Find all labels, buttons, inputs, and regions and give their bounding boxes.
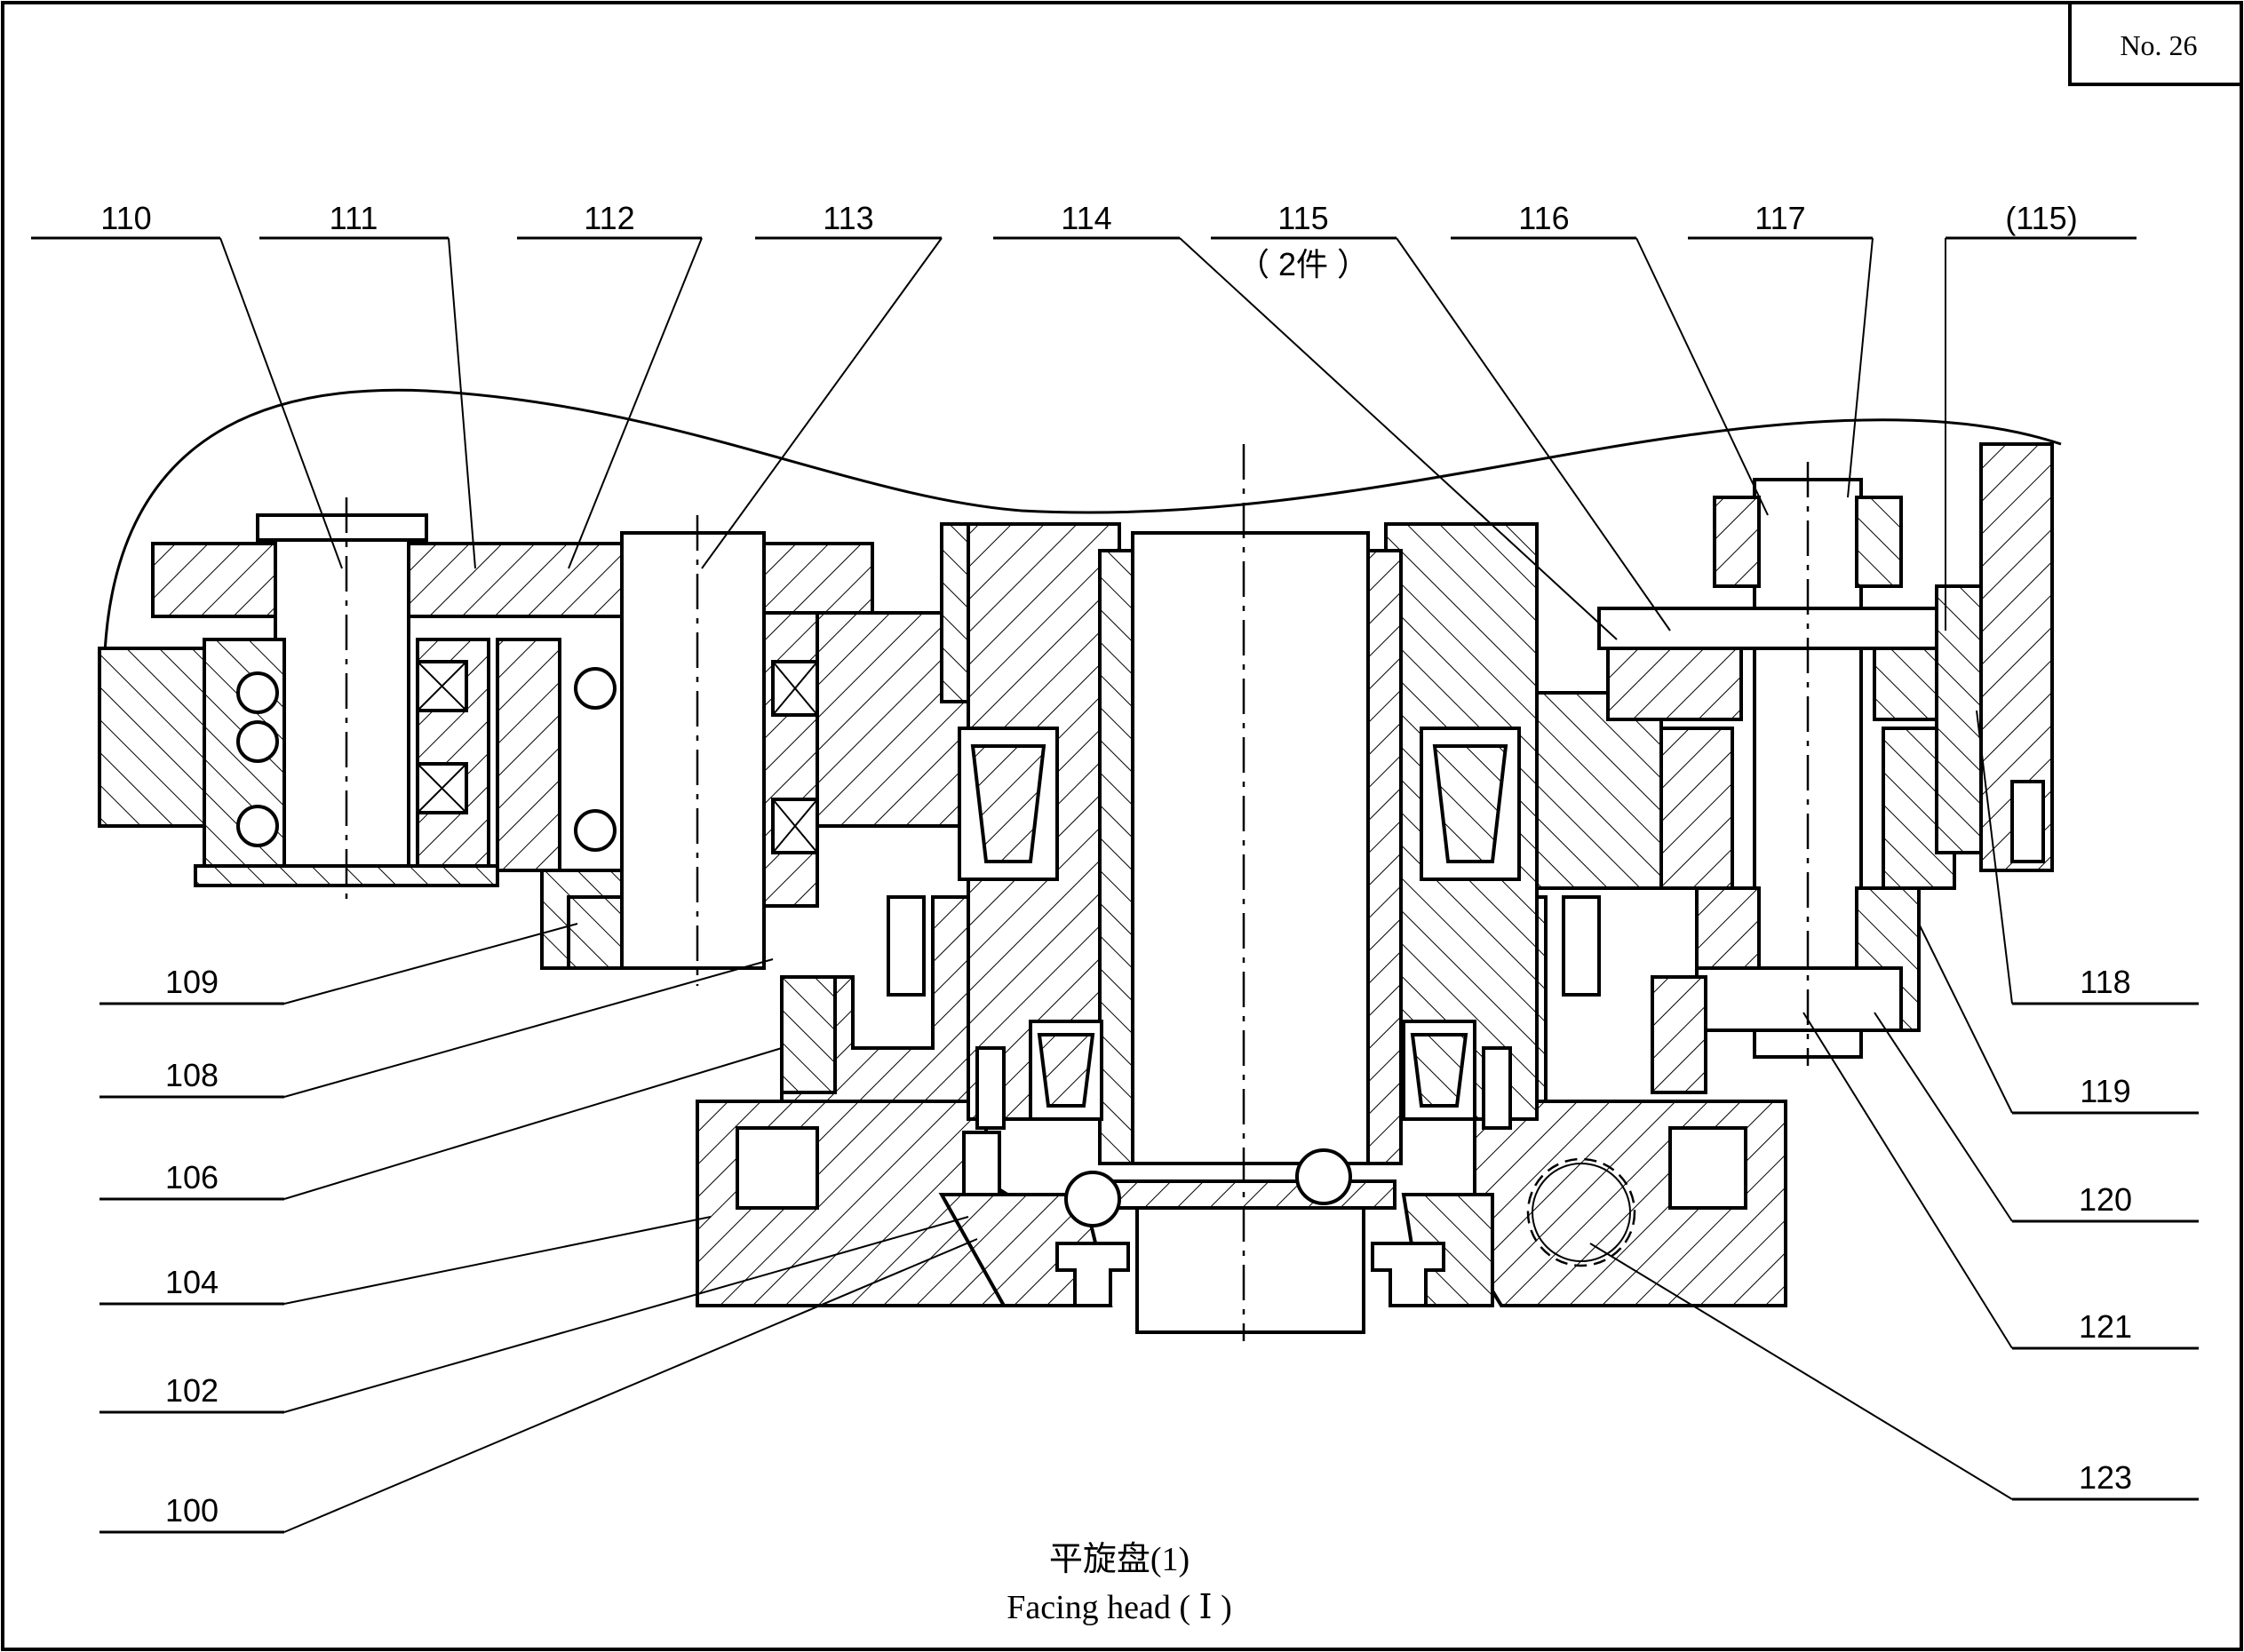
label-117: 117 <box>1755 200 1805 236</box>
label-120: 120 <box>2079 1181 2132 1218</box>
part-labels-top: 110 111 112 113 114 115 （ 2件 ） 116 117 (… <box>100 200 2077 282</box>
label-114: 114 <box>1061 200 1111 236</box>
label-108: 108 <box>165 1057 219 1093</box>
label-104: 104 <box>165 1264 219 1300</box>
label-102: 102 <box>165 1372 219 1409</box>
gear-shaft-middle <box>496 531 819 970</box>
caption-chinese: 平旋盘(1) <box>1049 1541 1190 1578</box>
bolts <box>887 780 2045 1196</box>
label-119: 119 <box>2080 1073 2130 1109</box>
label-100: 100 <box>165 1492 219 1529</box>
assembly-section <box>98 388 2062 1341</box>
break-line <box>103 388 2062 654</box>
label-109: 109 <box>165 964 219 1000</box>
sheet-number: No. 26 <box>2120 29 2197 61</box>
label-115: 115 <box>1277 200 1328 236</box>
gear-shaft-left <box>194 513 499 887</box>
caption-english: Facing head ( Ⅰ ) <box>1007 1589 1231 1626</box>
label-110: 110 <box>100 200 151 236</box>
label-115-quantity-note: （ 2件 ） <box>1237 246 1369 282</box>
label-118: 118 <box>2080 964 2130 1000</box>
label-106: 106 <box>165 1159 219 1195</box>
part-labels-right: 118 119 120 121 123 <box>2079 964 2132 1496</box>
sheet-number-box <box>2068 1 2243 86</box>
gear-shaft-right <box>1597 442 2054 1059</box>
part-labels-left: 109 108 106 104 102 100 <box>165 964 219 1529</box>
label-121: 121 <box>2079 1308 2132 1345</box>
label-113: 113 <box>823 200 873 236</box>
label-112: 112 <box>584 200 634 236</box>
tapered-bearings <box>958 727 1521 1121</box>
label-111: 111 <box>330 200 378 236</box>
label-123: 123 <box>2079 1459 2132 1496</box>
leader-lines <box>31 236 2199 1534</box>
label-115-ref: (115) <box>2005 200 2077 236</box>
label-116: 116 <box>1518 200 1569 236</box>
central-spindle <box>938 522 1539 1334</box>
